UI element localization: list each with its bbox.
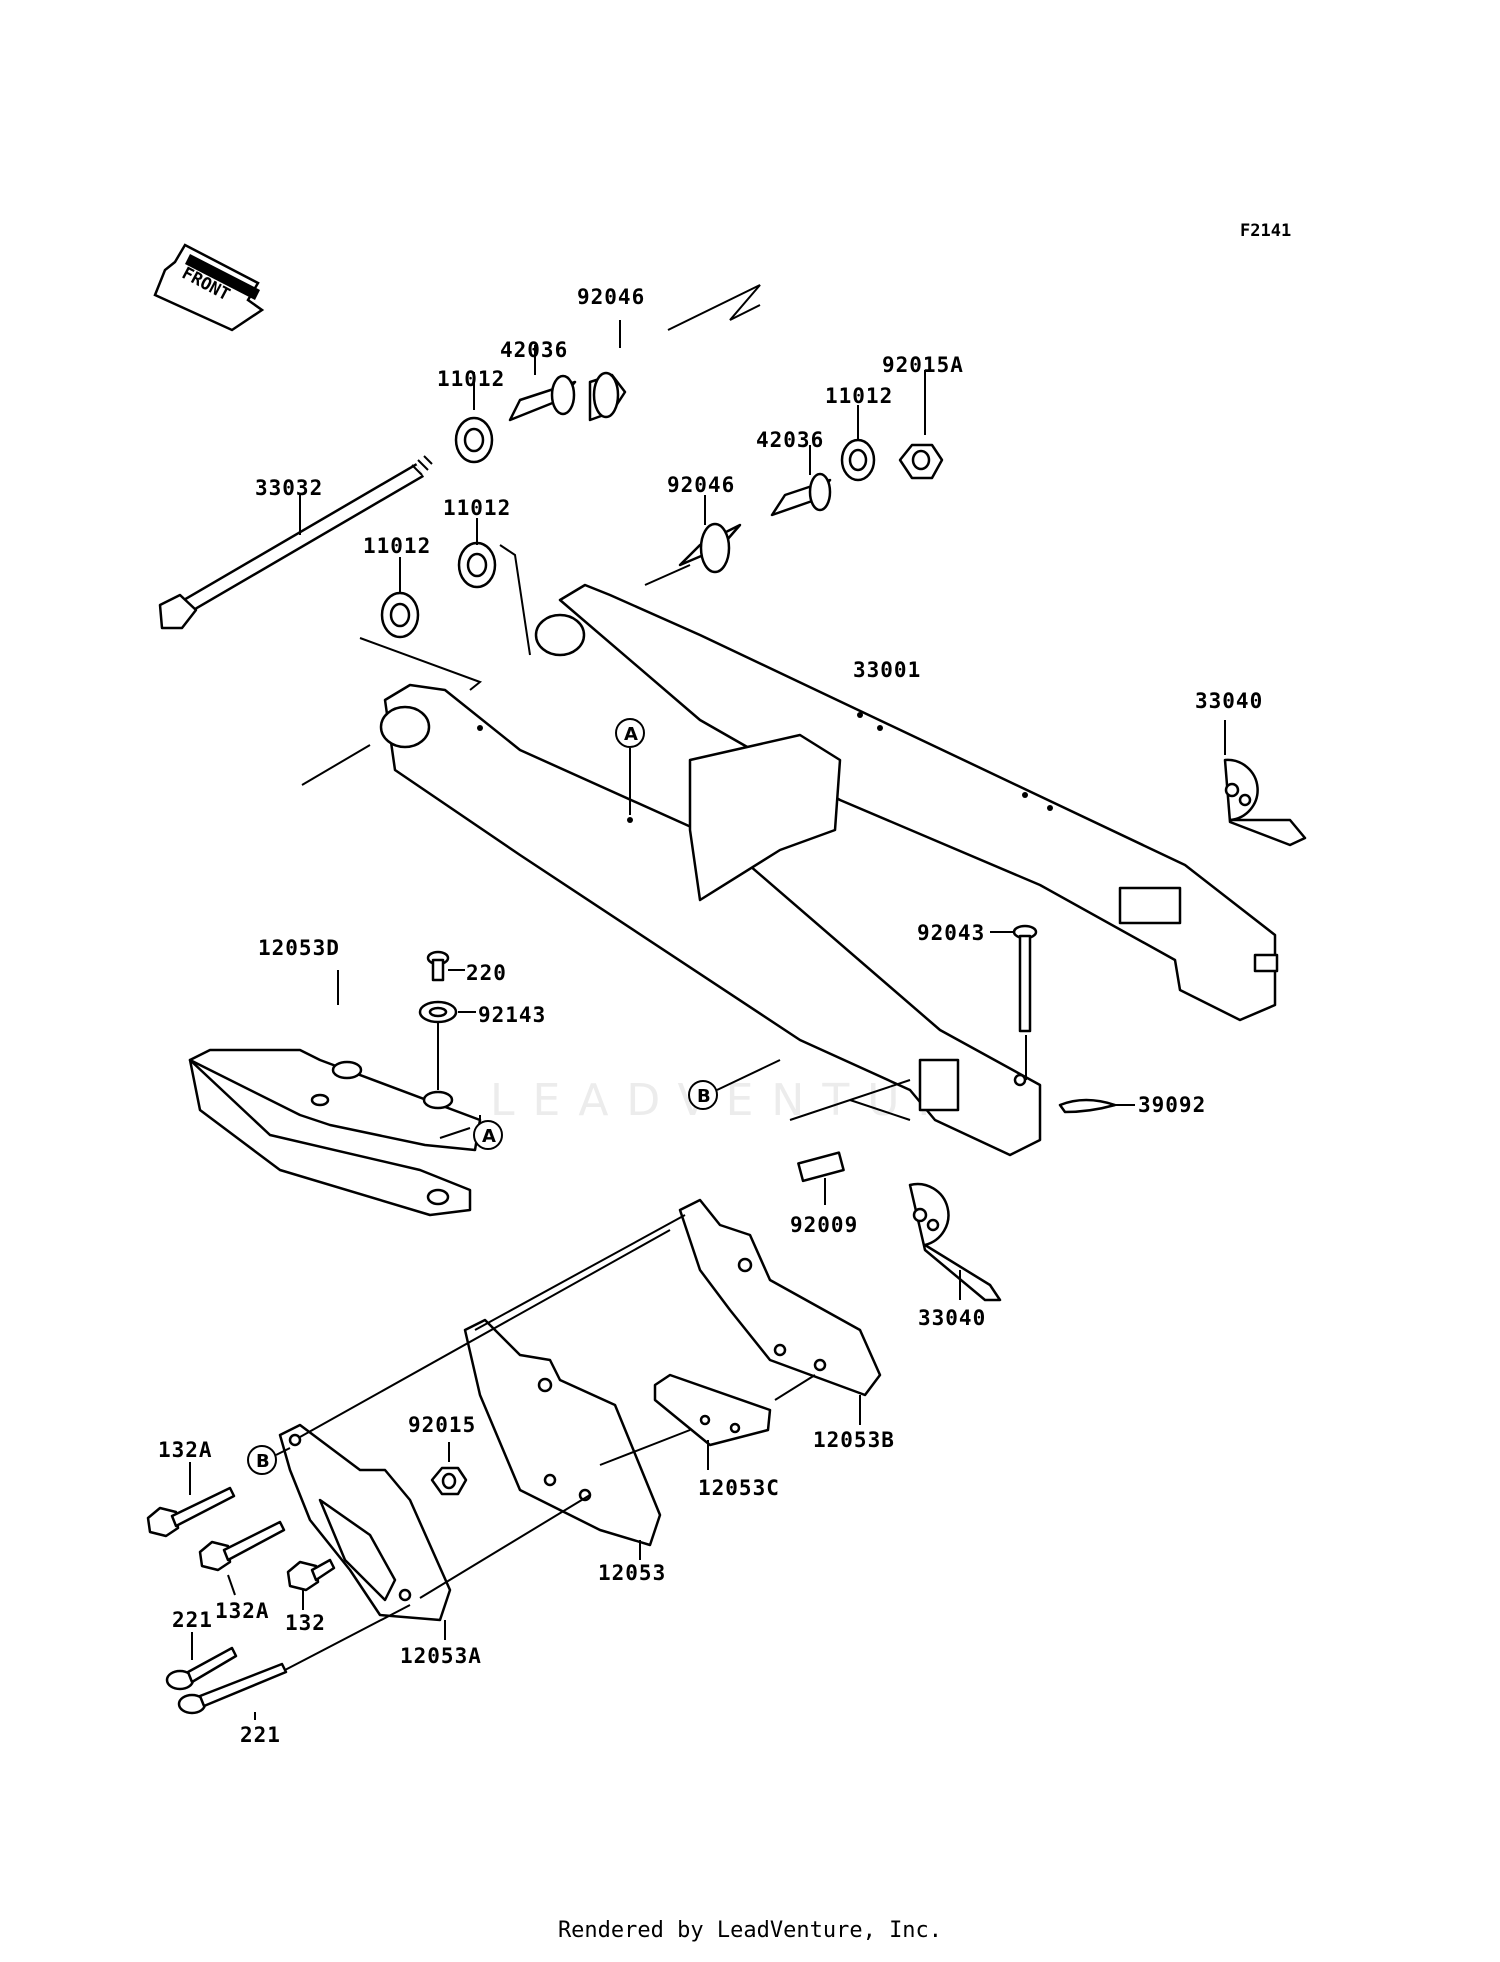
label-221-bottom: 221 <box>240 1723 281 1747</box>
guide-line <box>301 744 371 786</box>
needle-bearing-92046-mid <box>678 495 742 574</box>
guide-line <box>419 1494 591 1599</box>
guide-line <box>284 1604 411 1671</box>
screw-221-bottom <box>177 1662 288 1720</box>
chain-guide-plate-12053A <box>278 1423 452 1640</box>
guide-line <box>599 1429 691 1466</box>
collar-42036-top <box>508 345 577 422</box>
stud-92009 <box>797 1151 845 1205</box>
guide-line <box>499 544 531 656</box>
label-33040-bottom: 33040 <box>918 1306 986 1330</box>
guide-line <box>644 564 691 586</box>
screw-221-top <box>165 1632 238 1691</box>
label-92046-mid: 92046 <box>667 473 735 497</box>
label-132: 132 <box>285 1611 326 1635</box>
guide-line <box>299 1229 671 1438</box>
chain-guide-12053 <box>463 1318 662 1560</box>
clip-39092 <box>1058 1098 1135 1114</box>
svg-text:B: B <box>256 1451 270 1472</box>
svg-text:A: A <box>482 1126 496 1147</box>
guide-line <box>774 1374 816 1401</box>
label-11012-left: 11012 <box>363 534 431 558</box>
seal-11012-mid <box>457 518 497 589</box>
label-92015: 92015 <box>408 1413 476 1437</box>
pivot-shaft-33032 <box>158 455 433 630</box>
label-92009: 92009 <box>790 1213 858 1237</box>
callout-a-slider: A <box>473 1120 503 1150</box>
seal-11012-top <box>454 372 494 464</box>
footer-credit: Rendered by LeadVenture, Inc. <box>557 1918 943 1943</box>
callout-b-guide: B <box>247 1445 291 1475</box>
bolt-132A-bottom <box>198 1520 286 1596</box>
label-92015A: 92015A <box>882 353 964 377</box>
label-12053B: 12053B <box>813 1428 895 1452</box>
needle-bearing-92046-top <box>588 320 627 422</box>
chain-guide-block-12053C <box>653 1373 772 1470</box>
callout-b-swingarm: B <box>688 1059 781 1110</box>
label-39092: 39092 <box>1138 1093 1206 1117</box>
label-132A-top: 132A <box>158 1438 213 1462</box>
nut-92015 <box>430 1442 468 1496</box>
guide-line <box>474 1214 686 1331</box>
figure-code: F2141 <box>1240 221 1291 241</box>
bolt-132 <box>286 1558 336 1610</box>
label-132A-bottom: 132A <box>215 1599 270 1623</box>
bolt-132A-top <box>146 1462 236 1538</box>
label-42036-right: 42036 <box>756 428 824 452</box>
svg-text:A: A <box>624 724 638 745</box>
swingarm-33001 <box>379 583 1279 1157</box>
nut-92015A <box>898 370 944 480</box>
callout-a-swingarm: A <box>615 718 645 815</box>
label-33040-top: 33040 <box>1195 689 1263 713</box>
label-11012-top: 11012 <box>437 367 505 391</box>
collar-92143 <box>418 1000 476 1090</box>
label-92046-top: 92046 <box>577 285 645 309</box>
label-12053: 12053 <box>598 1561 666 1585</box>
label-33001: 33001 <box>853 658 921 682</box>
seal-11012-right <box>840 405 876 482</box>
label-92143: 92143 <box>478 1003 546 1027</box>
guide-line <box>667 284 761 331</box>
svg-text:B: B <box>697 1086 711 1107</box>
guide-line <box>359 637 483 691</box>
label-11012-right: 11012 <box>825 384 893 408</box>
chain-guide-12053B <box>678 1198 882 1425</box>
label-12053D: 12053D <box>258 936 340 960</box>
pin-92043 <box>990 924 1038 1080</box>
label-42036-top: 42036 <box>500 338 568 362</box>
front-arrow-icon: FRONT <box>153 243 265 332</box>
seal-11012-left <box>380 557 420 639</box>
chain-adjuster-33040-bottom <box>908 1182 1002 1302</box>
label-11012-mid: 11012 <box>443 496 511 520</box>
collar-42036-right <box>770 445 832 517</box>
label-220: 220 <box>466 961 507 985</box>
label-33032: 33032 <box>255 476 323 500</box>
label-221-top: 221 <box>172 1608 213 1632</box>
label-12053A: 12053A <box>400 1644 482 1668</box>
label-92043: 92043 <box>917 921 985 945</box>
screw-220 <box>426 950 465 982</box>
label-12053C: 12053C <box>698 1476 780 1500</box>
chain-adjuster-33040-top <box>1223 720 1307 847</box>
